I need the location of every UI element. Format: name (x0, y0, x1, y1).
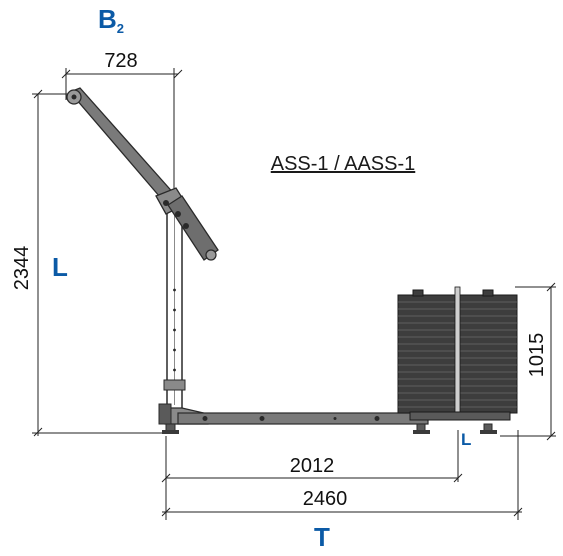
base-frame (158, 403, 497, 434)
dimension-top-width-label: 728 (104, 50, 137, 72)
boom-arm (66, 87, 219, 261)
dimension-total-length-label: 2460 (303, 488, 348, 510)
dimension-total-length (161, 430, 523, 520)
b2-label: B2 (98, 4, 124, 36)
dimension-inner-length-label: 2012 (290, 455, 335, 477)
l-main-label: L (52, 252, 68, 282)
dimension-total-height-label: 2344 (11, 246, 33, 291)
t-label: T (314, 522, 330, 551)
l-corner-label: L (461, 430, 471, 449)
upright-post (163, 201, 186, 413)
weight-stack (397, 286, 518, 421)
drawing-title: ASS-1 / AASS-1 (271, 153, 416, 175)
dimension-inner-length (161, 430, 463, 520)
dimension-weight-height-label: 1015 (526, 333, 548, 378)
dimension-top-width (61, 68, 183, 200)
dimension-weight-height (500, 282, 556, 441)
